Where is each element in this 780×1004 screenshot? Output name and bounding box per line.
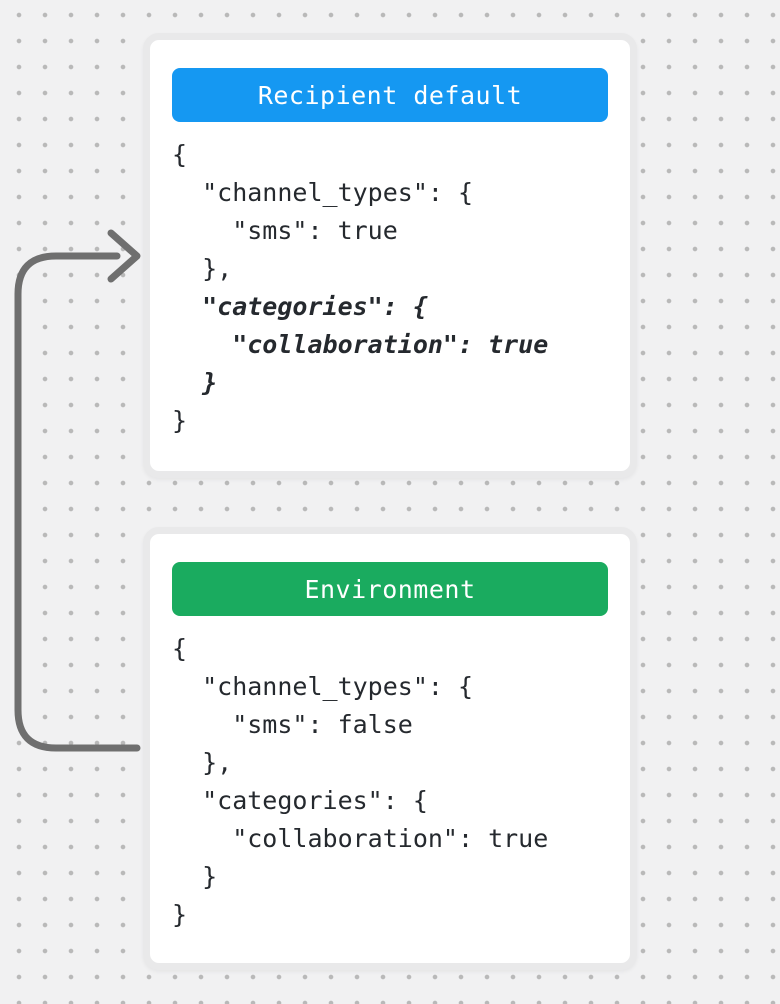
code-line: "categories": {	[172, 292, 428, 321]
card-environment: Environment { "channel_types": { "sms": …	[143, 527, 637, 970]
code-line: },	[172, 748, 233, 777]
code-line: }	[172, 862, 218, 891]
code-line: }	[172, 900, 188, 929]
card-title-badge: Environment	[172, 562, 608, 616]
flow-arrow-icon	[14, 229, 141, 752]
code-line: "sms": false	[172, 710, 413, 739]
code-line: }	[172, 406, 188, 435]
code-line: "collaboration": true	[172, 330, 549, 359]
code-line: "channel_types": {	[172, 672, 474, 701]
code-line: "collaboration": true	[172, 824, 549, 853]
card-recipient-default: Recipient default { "channel_types": { "…	[143, 33, 637, 478]
code-line: }	[172, 368, 218, 397]
code-line: "categories": {	[172, 786, 428, 815]
code-line: },	[172, 254, 233, 283]
json-code-block: { "channel_types": { "sms": true }, "cat…	[172, 136, 608, 440]
code-line: "sms": true	[172, 216, 398, 245]
code-line: "channel_types": {	[172, 178, 474, 207]
json-code-block: { "channel_types": { "sms": false }, "ca…	[172, 630, 608, 934]
code-line: {	[172, 634, 188, 663]
card-title-badge: Recipient default	[172, 68, 608, 122]
code-line: {	[172, 140, 188, 169]
